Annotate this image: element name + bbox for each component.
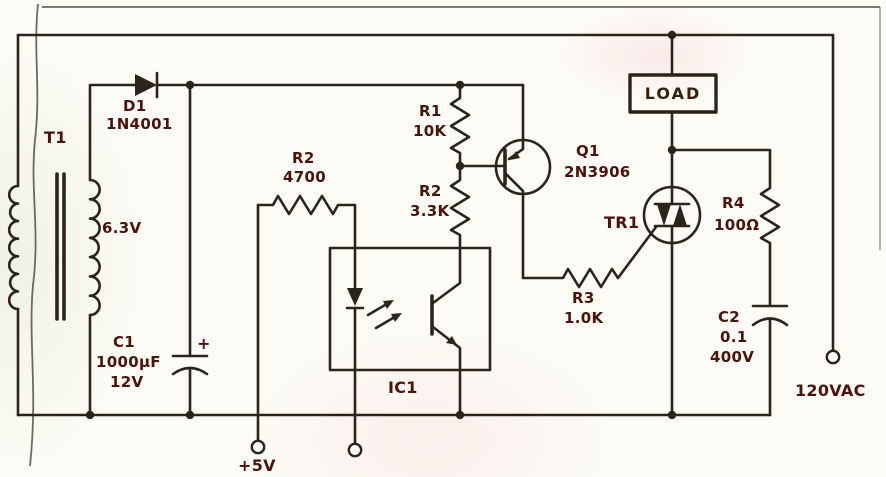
terminal-plus5v [250,439,266,455]
resistor-r2-div-symbol [449,164,471,250]
transformer-primary-coil [7,184,20,311]
terminal-120vac [825,349,841,365]
label-tr1-ref: TR1 [604,213,640,232]
terminals [250,349,841,458]
junction-dot [85,410,95,420]
junction-dot [455,80,465,90]
scan-border [29,3,881,467]
phototransistor-emitter-arrow [446,336,457,345]
label-q1-part: 2N3906 [564,163,631,181]
label-t1-ref: T1 [44,128,67,147]
label-d1-part: 1N4001 [106,115,173,133]
wires [16,33,835,417]
label-r2-div-ref: R2 [419,182,442,200]
transformer-core [55,172,66,321]
label-c1-value: 1000µF [96,353,161,371]
label-c2-ref: C2 [718,308,741,326]
transformer-t1-symbol [7,172,101,321]
label-c1-ref: C1 [113,333,136,351]
label-t1-secondary: 6.3V [102,219,142,237]
light-arrow-1 [366,303,387,317]
r4-zigzag [670,148,781,306]
junction-dots [85,30,677,420]
label-plus5v: +5V [238,456,276,475]
transistor-q1-symbol [458,83,658,289]
label-c2-value: 0.1 [720,328,748,346]
r1-zigzag [449,83,471,168]
phototransistor-collector [431,246,462,305]
label-r1-ref: R1 [419,102,442,120]
q1-emitter-arrow [510,151,520,160]
junction-dot [185,410,195,420]
r2-div-zigzag [449,164,471,250]
label-c1-rating: 12V [110,373,144,391]
phototransistor-emitter [431,325,462,417]
tr1-triangle-up [673,204,687,226]
junction-dot [667,145,677,155]
q1-collector-r3-gate-path [504,172,658,289]
light-arrow-2 [374,316,395,330]
label-d1-ref: D1 [123,97,147,115]
label-r2-led-value: 4700 [283,168,326,186]
label-120vac: 120VAC [795,381,866,400]
label-c2-rating: 400V [710,348,755,366]
label-r3-ref: R3 [572,289,595,307]
label-r4-value: 100Ω [714,216,760,234]
label-ic1-ref: IC1 [388,378,418,397]
ic1-box [328,246,492,372]
optocoupler-ic1-symbol [328,246,492,446]
label-r1-value: 10K [413,122,447,140]
led-triangle [347,288,363,306]
junction-dot [667,30,677,40]
junction-dot [667,410,677,420]
label-q1-ref: Q1 [576,142,600,160]
resistor-r1-symbol [449,83,471,168]
q1-emitter [507,83,525,161]
label-r2-div-value: 3.3K [410,202,450,220]
junction-dot [455,161,465,171]
junction-dot [455,410,465,420]
tr1-triangle-down [657,204,671,226]
label-r3-value: 1.0K [564,309,604,327]
triac-tr1-symbol [642,185,702,417]
junction-dot [185,80,195,90]
wire-secondary-leads [88,83,137,417]
resistor-r2-led-symbol [256,194,357,443]
label-load: LOAD [644,84,702,103]
r2-led-zigzag [256,194,357,250]
light-arrow-1-head [383,300,394,309]
diode-d1-symbol [135,71,159,99]
label-c1-polarity: + [197,334,211,353]
light-arrow-2-head [391,313,402,322]
label-r4-ref: R4 [722,194,745,212]
label-r2-led-ref: R2 [292,149,315,167]
terminal-ic1-return [347,442,363,458]
snubber-r4-c2-symbol [670,148,789,417]
load-symbol [628,33,718,206]
transformer-secondary-coil [88,178,101,317]
capacitor-c1-symbol [171,83,209,417]
scan-border-left [29,3,39,467]
diode-anode-triangle [135,74,157,96]
